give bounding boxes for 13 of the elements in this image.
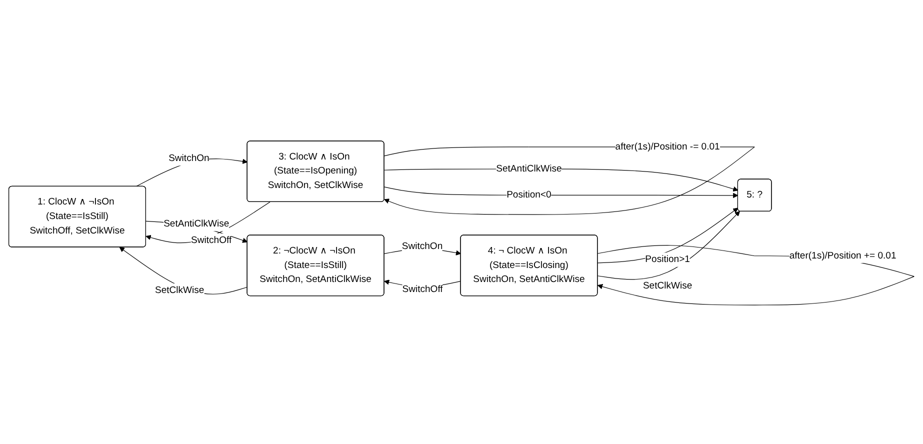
- edge-label: SwitchOn: [168, 152, 210, 163]
- edge-label: SetAntiClkWise: [496, 163, 562, 174]
- edge-label: SetAntiClkWise: [164, 218, 230, 228]
- edge-label: SwitchOff: [191, 234, 232, 245]
- edge-label: after(1s)/Position -= 0.01: [615, 141, 720, 152]
- edge-label: Position>1: [645, 254, 690, 264]
- edge-label: SetClkWise: [642, 280, 692, 290]
- arrow: [597, 210, 740, 280]
- edge-label: after(1s)/Position += 0.01: [789, 250, 896, 260]
- edge-label: SwitchOff: [402, 284, 443, 294]
- edge-label: Position<0: [506, 189, 552, 200]
- edge-label: SetClkWise: [154, 284, 204, 295]
- edge-label: SwitchOn: [402, 240, 443, 252]
